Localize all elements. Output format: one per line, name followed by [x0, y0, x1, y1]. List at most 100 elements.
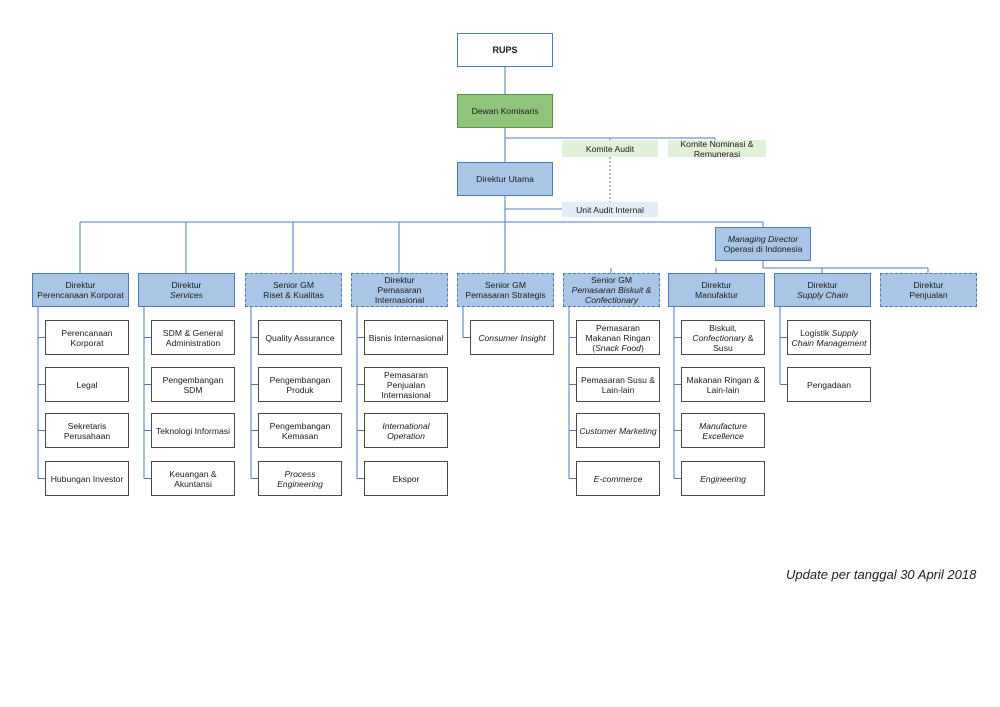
rups-box: RUPS — [457, 33, 553, 67]
division-7-unit-2-text: Lain-lain — [706, 384, 740, 395]
division-6-unit-2-text: Pemasaran Susu & — [580, 374, 656, 385]
division-2-unit-3: Teknologi Informasi — [151, 413, 235, 448]
division-1-unit-2-text: Legal — [76, 379, 98, 390]
nomination-committee-box-text: Komite Nominasi & — [680, 138, 754, 149]
division-4-unit-2-text: Penjualan — [386, 379, 426, 390]
division-1-unit-1-text: Perencanaan — [61, 327, 113, 338]
division-2-unit-2-text: SDM — [183, 384, 203, 395]
division-7-unit-4-text: Engineering — [700, 473, 746, 484]
board-of-commissioners-box-text: Dewan Komisaris — [471, 106, 539, 116]
division-7-unit-1-text: Susu — [713, 342, 733, 353]
division-5-header-text: Senior GM — [484, 280, 527, 290]
nomination-committee-box-text: Remunerasi — [693, 148, 741, 159]
internal-audit-box: Unit Audit Internal — [562, 202, 658, 217]
division-7-unit-4: Engineering — [681, 461, 765, 496]
division-3-unit-2-text: Pengembangan — [269, 374, 331, 385]
division-2-header-text: Direktur — [171, 280, 202, 290]
division-2-unit-1-text: Administration — [165, 337, 221, 348]
rups-box-text: RUPS — [492, 45, 518, 55]
division-4-unit-4-text: Ekspor — [392, 473, 420, 484]
division-2-unit-4-text: Akuntansi — [174, 478, 212, 489]
division-6-header-text: Senior GM — [590, 275, 633, 285]
division-6-unit-2: Pemasaran Susu &Lain-lain — [576, 367, 660, 402]
division-1-unit-4-text: Hubungan Investor — [50, 473, 124, 484]
division-3-unit-3-text: Pengembangan — [269, 420, 331, 431]
president-director-box-text: Direktur Utama — [476, 174, 534, 184]
division-8-unit-1-text: Logistik Supply — [800, 327, 858, 338]
division-1-unit-4: Hubungan Investor — [45, 461, 129, 496]
division-3-unit-4-text: Process Engineering — [277, 468, 323, 489]
division-1-unit-3-text: Perusahaan — [63, 430, 111, 441]
division-2-header-text: Services — [170, 290, 203, 300]
division-3-unit-1-text: Quality Assurance — [265, 332, 335, 343]
division-7-unit-1-text: Confectionary & — [692, 332, 754, 343]
division-4-unit-2-text: Pemasaran — [384, 369, 428, 380]
division-7-unit-2-text: Makanan Ringan & — [686, 374, 760, 385]
division-3-unit-3-text: Kemasan — [281, 430, 319, 441]
division-2-unit-1-text: SDM & General — [162, 327, 224, 338]
division-5-unit-1-text: Consumer Insight — [478, 332, 546, 343]
division-5-header-text: Pemasaran Strategis — [465, 290, 546, 300]
division-1-unit-1-text: Korporat — [70, 337, 104, 348]
division-4-header-text: Pemasaran Internasional — [374, 285, 425, 305]
division-4-header-text: Direktur — [384, 275, 415, 285]
board-of-commissioners-box: Dewan Komisaris — [457, 94, 553, 128]
division-7-unit-3-text: Excellence — [702, 430, 744, 441]
division-7-unit-2: Makanan Ringan &Lain-lain — [681, 367, 765, 402]
division-6-header-text: Pemasaran Biskuit & — [571, 285, 652, 295]
division-4-unit-1-text: Bisnis Internasional — [368, 332, 444, 343]
division-6-header-text: Confectionary — [584, 295, 639, 305]
division-8-unit-1-text: Chain Management — [791, 337, 867, 348]
division-2-unit-4: Keuangan &Akuntansi — [151, 461, 235, 496]
division-4-unit-3-text: International — [382, 420, 430, 431]
division-8-header-text: Direktur — [807, 280, 838, 290]
division-7-header-text: Direktur — [701, 280, 732, 290]
audit-committee-box: Komite Audit — [562, 140, 658, 157]
division-4-unit-3-text: Operation — [387, 430, 425, 441]
division-6-unit-1-text: (Snack Food) — [592, 342, 644, 353]
division-8-unit-2: Pengadaan — [787, 367, 871, 402]
president-director-box: Direktur Utama — [457, 162, 553, 196]
division-5-unit-1: Consumer Insight — [470, 320, 554, 355]
division-4-unit-1: Bisnis Internasional — [364, 320, 448, 355]
division-6-unit-2-text: Lain-lain — [601, 384, 635, 395]
division-3-unit-4: Process Engineering — [258, 461, 342, 496]
division-2-unit-4-text: Keuangan & — [169, 468, 217, 479]
division-1-unit-2: Legal — [45, 367, 129, 402]
division-3-unit-1: Quality Assurance — [258, 320, 342, 355]
division-4-unit-2-text: Internasional — [381, 389, 431, 400]
division-9-header-text: Direktur — [913, 280, 944, 290]
division-6-unit-1-text: Makanan Ringan — [585, 332, 651, 343]
division-7-unit-3-text: Manufacture — [699, 420, 747, 431]
division-7-header-text: Manufaktur — [695, 290, 738, 300]
division-1-header-text: Perencanaan Korporat — [37, 290, 124, 300]
division-7-unit-1: Biskuit,Confectionary &Susu — [681, 320, 765, 355]
division-4-unit-4: Ekspor — [364, 461, 448, 496]
division-6-unit-1-text: Pemasaran — [596, 322, 640, 333]
division-2-unit-3-text: Teknologi Informasi — [155, 425, 231, 436]
division-3-unit-2-text: Produk — [286, 384, 314, 395]
division-2-unit-2-text: Pengembangan — [162, 374, 224, 385]
division-6-unit-4: E-commerce — [576, 461, 660, 496]
division-7-unit-1-text: Biskuit, — [709, 322, 737, 333]
division-6-unit-4-text: E-commerce — [593, 473, 643, 484]
managing-director-box-text: Operasi di Indonesia — [723, 244, 803, 254]
